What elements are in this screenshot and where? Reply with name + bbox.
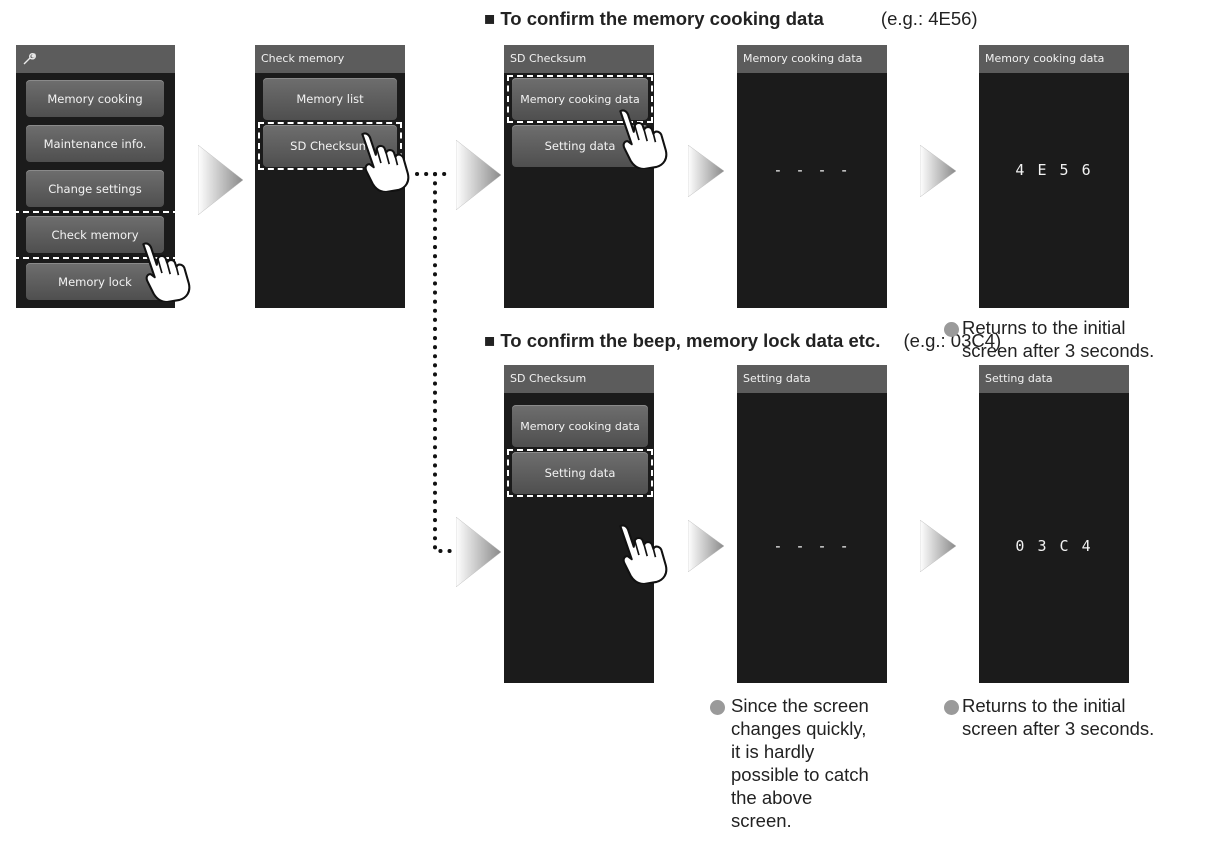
screen-setting-data-result: Setting data 0 3 C 4	[979, 365, 1129, 683]
arrow-right-icon	[688, 145, 724, 197]
arrow-right-icon	[688, 520, 724, 572]
arrow-right-icon	[456, 517, 501, 587]
screen-main-menu: Memory cooking Maintenance info. Change …	[13, 45, 179, 308]
bullet-icon	[944, 700, 959, 715]
screen-memory-cooking-waiting: Memory cooking data - - - -	[737, 45, 887, 308]
button-check-memory[interactable]: Check memory	[26, 216, 164, 253]
memory-cooking-data-title: Memory cooking data	[979, 45, 1129, 73]
example-4e56: (e.g.: 4E56)	[880, 8, 978, 29]
screen-sd-checksum-top: SD Checksum Memory cooking data Setting …	[504, 45, 654, 308]
bullet-icon	[944, 322, 959, 337]
sd-checksum-title: SD Checksum	[504, 365, 654, 393]
checksum-pending-readout: - - - -	[773, 161, 851, 179]
button-memory-cooking-data[interactable]: Memory cooking data	[512, 405, 648, 447]
setting-data-title: Setting data	[737, 365, 887, 393]
pointing-hand-icon	[610, 107, 672, 169]
heading-memory-cooking: ■ To confirm the memory cooking data (e.…	[484, 8, 978, 29]
checksum-pending-readout: - - - -	[773, 537, 851, 555]
main-title-bar	[16, 45, 175, 73]
bullet-icon	[710, 700, 725, 715]
heading-memory-cooking-text: To confirm the memory cooking data	[500, 8, 824, 29]
button-memory-list[interactable]: Memory list	[263, 78, 397, 120]
note-screen-changes-quickly: Since the screen changes quickly, it is …	[731, 695, 869, 831]
arrow-right-icon	[920, 520, 956, 572]
arrow-right-icon	[920, 145, 956, 197]
note-returns-initial-bottom: Returns to the initial screen after 3 se…	[962, 695, 1155, 739]
button-memory-lock[interactable]: Memory lock	[26, 263, 164, 300]
button-memory-cooking[interactable]: Memory cooking	[26, 80, 164, 117]
screen-sd-checksum-bottom: SD Checksum Memory cooking data Setting …	[504, 365, 654, 683]
wrench-icon	[23, 53, 36, 65]
pointing-hand-icon	[352, 130, 414, 192]
heading-beep-memory-lock: ■ To confirm the beep, memory lock data …	[484, 330, 1002, 351]
pointing-hand-icon	[133, 240, 195, 302]
button-maintenance-info[interactable]: Maintenance info.	[26, 125, 164, 162]
check-memory-title: Check memory	[255, 45, 405, 73]
button-change-settings[interactable]: Change settings	[26, 170, 164, 207]
dotted-connector	[415, 172, 455, 553]
note-returns-initial-top: Returns to the initial screen after 3 se…	[962, 317, 1155, 361]
arrow-right-icon	[456, 140, 501, 210]
sd-checksum-title: SD Checksum	[504, 45, 654, 73]
checksum-readout-4e56: 4 E 5 6	[1015, 161, 1093, 179]
arrow-right-icon	[198, 145, 243, 215]
checksum-readout-03c4: 0 3 C 4	[1015, 537, 1093, 555]
pointing-hand-icon	[610, 522, 672, 584]
example-03c4: (e.g.: 03C4)	[903, 330, 1002, 351]
screen-memory-cooking-result: Memory cooking data 4 E 5 6	[979, 45, 1129, 308]
button-setting-data[interactable]: Setting data	[512, 452, 648, 494]
setting-data-title: Setting data	[979, 365, 1129, 393]
screen-setting-data-waiting: Setting data - - - -	[737, 365, 887, 683]
memory-cooking-data-title: Memory cooking data	[737, 45, 887, 73]
heading-beep-memory-lock-text: To confirm the beep, memory lock data et…	[500, 330, 881, 351]
